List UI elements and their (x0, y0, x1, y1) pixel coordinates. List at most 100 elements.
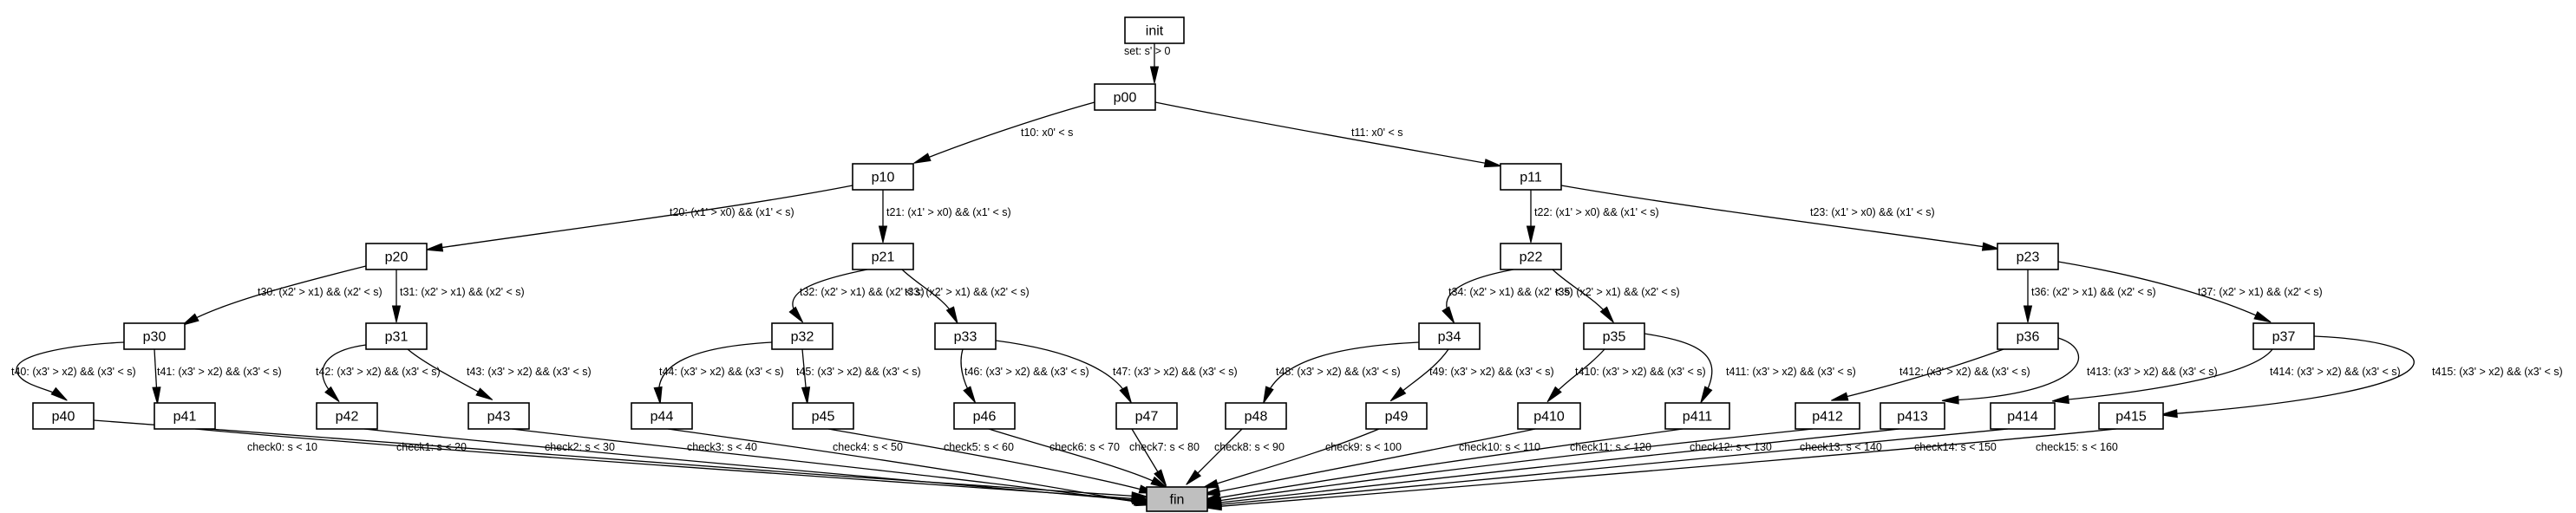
node-label-p45: p45 (812, 410, 835, 425)
node-label-p412: p412 (1812, 410, 1843, 425)
node-p37[interactable]: p37 (2252, 322, 2315, 350)
arrowhead-t32 (788, 306, 804, 323)
node-p35[interactable]: p35 (1583, 322, 1645, 350)
node-p414[interactable]: p414 (1990, 402, 2056, 430)
node-label-p34: p34 (1438, 330, 1461, 345)
arrowhead-t30 (181, 313, 199, 326)
node-p34[interactable]: p34 (1418, 322, 1481, 350)
node-p410[interactable]: p410 (1517, 402, 1581, 430)
edge-label-t23: t23: (x1' > x0) && (x1' < s) (1810, 206, 1935, 218)
arrowhead-t35 (1599, 306, 1614, 323)
node-p49[interactable]: p49 (1365, 402, 1428, 430)
edge-line-check1 (194, 428, 1141, 500)
arrowhead-t44 (653, 386, 663, 405)
node-p48[interactable]: p48 (1225, 402, 1287, 430)
edge-line-t37 (2057, 261, 2265, 320)
node-p42[interactable]: p42 (316, 402, 378, 430)
node-p411[interactable]: p411 (1664, 402, 1730, 430)
node-box-p23 (1997, 243, 2059, 270)
edge-p44-fin: check4: s < 50 (667, 428, 1154, 507)
node-p31[interactable]: p31 (365, 322, 428, 350)
node-p45[interactable]: p45 (792, 402, 854, 430)
node-p23[interactable]: p23 (1997, 243, 2059, 270)
node-label-p22: p22 (1520, 250, 1543, 265)
edge-label-t40: t40: (x3' > x2) && (x3' < s) (11, 366, 136, 378)
node-label-p40: p40 (52, 410, 75, 425)
node-p47[interactable]: p47 (1115, 402, 1178, 430)
edge-p35-p411: t411: (x3' > x2) && (x3' < s) (1644, 333, 1856, 404)
node-label-p44: p44 (651, 410, 674, 425)
edge-line-check13 (1212, 428, 1900, 504)
edge-p30-p40: t40: (x3' > x2) && (x3' < s) (11, 341, 136, 401)
node-p00[interactable]: p00 (1094, 83, 1156, 111)
arrowhead-check8 (1186, 469, 1202, 485)
node-p413[interactable]: p413 (1880, 402, 1945, 430)
node-box-p48 (1225, 402, 1287, 430)
node-p33[interactable]: p33 (934, 322, 997, 350)
node-p36[interactable]: p36 (1997, 322, 2059, 350)
node-p43[interactable]: p43 (467, 402, 530, 430)
node-label-p31: p31 (385, 330, 409, 345)
edge-label-t32: t32: (x2' > x1) && (x2' < s) (800, 286, 925, 298)
edge-label-t31: t31: (x2' > x1) && (x2' < s) (400, 286, 525, 298)
node-fin[interactable]: fin (1146, 486, 1208, 512)
edge-p11-p23: t23: (x1' > x0) && (x1' < s) (1560, 185, 2000, 251)
edge-p33-p47: t47: (x3' > x2) && (x3' < s) (995, 340, 1238, 404)
node-box-p413 (1880, 402, 1945, 430)
arrowhead-t37 (2253, 310, 2272, 323)
node-box-p44 (631, 402, 693, 430)
node-label-p11: p11 (1520, 171, 1542, 185)
edge-line-t30 (188, 265, 367, 322)
arrowhead-t34 (1442, 306, 1455, 324)
edge-label-t10: t10: x0' < s (1021, 127, 1073, 139)
node-p11[interactable]: p11 (1500, 163, 1562, 191)
node-p32[interactable]: p32 (771, 322, 834, 350)
edge-label-t415: t415: (x3' > x2) && (x3' < s) (2432, 366, 2563, 378)
node-p412[interactable]: p412 (1795, 402, 1860, 430)
node-p40[interactable]: p40 (32, 402, 95, 430)
edge-line-t10 (920, 101, 1095, 161)
edge-p36-p412: t412: (x3' > x2) && (x3' < s) (1831, 348, 2030, 401)
edge-label-check0: check0: s < 10 (247, 441, 317, 453)
node-init[interactable]: init (1124, 16, 1185, 44)
edge-line-t40 (16, 341, 125, 397)
node-label-p37: p37 (2272, 330, 2296, 345)
node-p30[interactable]: p30 (123, 322, 186, 350)
node-box-p35 (1583, 322, 1645, 350)
edge-line-check7 (1131, 428, 1163, 480)
arrowhead-t41 (152, 386, 161, 405)
node-box-p00 (1094, 83, 1156, 111)
node-label-p23: p23 (2017, 250, 2040, 265)
node-p41[interactable]: p41 (154, 402, 216, 430)
edge-p414-fin: check14: s < 150 (1204, 428, 2009, 510)
edge-label-t11: t11: x0' < s (1351, 127, 1402, 139)
node-label-p47: p47 (1135, 410, 1159, 425)
node-p22[interactable]: p22 (1500, 243, 1562, 270)
edge-p00-p11: t11: x0' < s (1154, 101, 1502, 168)
edge-line-t42 (322, 344, 367, 397)
edge-label-t43: t43: (x3' > x2) && (x3' < s) (467, 366, 592, 378)
edge-line-t20 (433, 185, 853, 250)
arrowhead-t40 (50, 386, 68, 401)
node-box-p20 (365, 243, 428, 270)
edge-p410-fin: check10: s < 110 (1202, 428, 1540, 497)
node-p46[interactable]: p46 (953, 402, 1016, 430)
edge-line-t413 (1949, 337, 2079, 401)
edge-label-check1: check1: s < 20 (396, 441, 467, 453)
edge-line-t11 (1154, 101, 1494, 166)
node-p44[interactable]: p44 (631, 402, 693, 430)
node-p20[interactable]: p20 (365, 243, 428, 270)
node-p10[interactable]: p10 (852, 163, 914, 191)
arrowhead-set (1149, 66, 1160, 84)
edge-p32-p45: t45: (x3' > x2) && (x3' < s) (796, 348, 921, 405)
arrowhead-t23 (1981, 242, 2000, 251)
edge-p20-p31: t31: (x2' > x1) && (x2' < s) (391, 269, 525, 323)
edge-p46-fin: check6: s < 70 (988, 428, 1168, 489)
node-label-p30: p30 (143, 330, 167, 345)
node-box-p42 (316, 402, 378, 430)
node-box-p30 (123, 322, 186, 350)
node-p415[interactable]: p415 (2098, 402, 2164, 430)
node-p21[interactable]: p21 (852, 243, 914, 270)
edge-label-check9: check9: s < 100 (1325, 441, 1402, 453)
arrowhead-t411 (1700, 386, 1713, 404)
